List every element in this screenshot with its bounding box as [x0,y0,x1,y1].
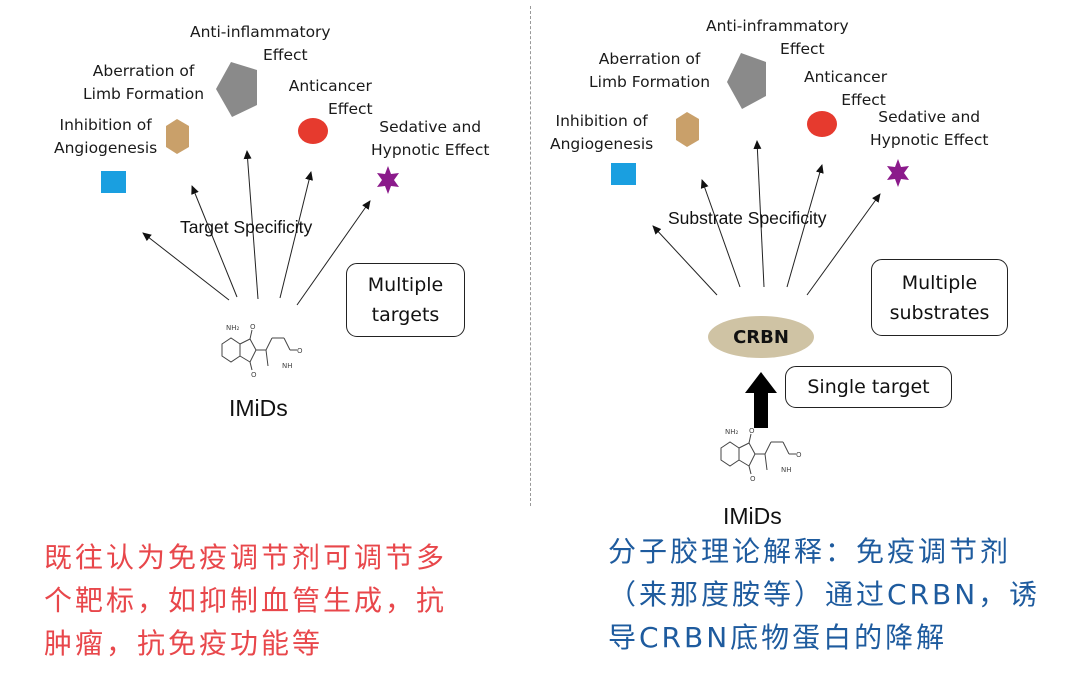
callout-line: Multiple [901,271,978,294]
callout-line: Multiple [367,274,444,296]
label-line: Inhibition of [59,116,152,134]
blue-square-icon [611,163,636,185]
label-line: Anti-inflammatory [190,23,331,41]
svg-text:O: O [749,427,755,435]
caption-line: 既往认为免疫调节剂可调节多 [44,541,448,574]
tan-hexagon-icon [166,119,189,154]
panel-divider [530,6,531,506]
label-line: Angiogenesis [54,139,158,157]
multiple-substrates-callout: Multiple substrates [871,259,1008,336]
label-line: Effect [263,46,308,64]
arrow-to-sedative [296,200,371,306]
arrow-to-anticancer [786,164,824,288]
imids-label-right: IMiDs [723,503,782,529]
caption-right: 分子胶理论解释：免疫调节剂 （来那度胺等）通过CRBN，诱 导CRBN底物蛋白的… [608,530,1040,659]
arrow-to-limb [700,179,741,288]
label-angiogenesis: Inhibition of Angiogenesis [54,114,157,160]
label-line: Anticancer [288,77,372,95]
label-line: Effect [841,91,886,109]
tan-hexagon-icon [676,112,699,147]
label-angiogenesis: Inhibition of Angiogenesis [550,110,653,156]
red-circle-icon [298,118,328,144]
gray-pentagon-icon [216,62,257,117]
label-line: Effect [780,40,825,58]
label-line: Anti-inframmatory [706,17,849,35]
label-limb-formation: Aberration of Limb Formation [589,48,710,94]
label-line: Effect [328,100,373,118]
target-specificity-label: Target Specificity [180,217,313,237]
label-line: Sedative and [878,108,981,126]
label-line: Angiogenesis [550,135,654,153]
label-anticancer: Anticancer Effect [804,66,887,112]
caption-line: 分子胶理论解释：免疫调节剂 [608,535,1012,568]
label-limb-formation: Aberration of Limb Formation [83,60,204,106]
label-anti-inflammatory: Anti-inframmatory Effect [706,15,849,61]
label-line: Aberration of [598,50,701,68]
label-line: Limb Formation [589,73,711,91]
purple-star-icon [887,159,909,187]
label-line: Inhibition of [555,112,648,130]
arrow-to-antiinflammatory [753,140,765,288]
imids-label-left: IMiDs [229,395,288,421]
label-line: Limb Formation [83,85,205,103]
label-anti-inflammatory: Anti-inflammatory Effect [190,21,331,67]
svg-text:O: O [796,451,802,459]
svg-text:NH₂: NH₂ [725,428,739,436]
arrow-to-sedative [806,193,881,296]
caption-line: （来那度胺等）通过CRBN，诱 [608,578,1041,611]
blue-square-icon [101,171,126,193]
caption-left: 既往认为免疫调节剂可调节多 个靶标，如抑制血管生成，抗 肿瘤，抗免疫功能等 [44,536,447,665]
arrow-to-antiinflammatory [243,150,259,300]
svg-text:O: O [251,371,257,379]
svg-text:NH₂: NH₂ [226,324,240,332]
label-line: Aberration of [92,62,195,80]
red-circle-icon [807,111,837,137]
arrow-to-angiogenesis [652,225,718,296]
caption-line: 肿瘤，抗免疫功能等 [44,627,324,660]
substrate-specificity-label: Substrate Specificity [668,208,827,228]
single-target-callout: Single target [785,366,952,408]
label-sedative: Sedative and Hypnotic Effect [371,116,489,162]
imid-molecule-right: NH₂ O O O NH [720,427,802,483]
arrow-to-anticancer [279,171,313,299]
svg-text:NH: NH [781,466,792,474]
svg-text:O: O [750,475,756,483]
svg-text:NH: NH [282,362,293,370]
callout-line: targets [371,304,440,326]
label-line: Hypnotic Effect [371,141,490,159]
svg-text:O: O [297,347,303,355]
callout-line: substrates [889,301,990,324]
arrow-to-angiogenesis [142,232,230,301]
caption-line: 导CRBN底物蛋白的降解 [608,621,948,654]
caption-line: 个靶标，如抑制血管生成，抗 [44,584,448,617]
label-line: Hypnotic Effect [870,131,989,149]
imid-molecule-left: NH₂ O O O NH [221,323,303,379]
block-arrow-up-icon [745,372,777,428]
purple-star-icon [377,166,399,194]
svg-text:O: O [250,323,256,331]
label-line: Anticancer [804,68,888,86]
label-line: Sedative and [379,118,482,136]
label-anticancer: Anticancer Effect [288,75,373,121]
gray-pentagon-icon [727,53,766,109]
crbn-hub: CRBN [708,316,814,358]
multiple-targets-callout: Multiple targets [346,263,465,337]
label-sedative: Sedative and Hypnotic Effect [870,106,988,152]
arrow-to-limb [191,185,238,298]
